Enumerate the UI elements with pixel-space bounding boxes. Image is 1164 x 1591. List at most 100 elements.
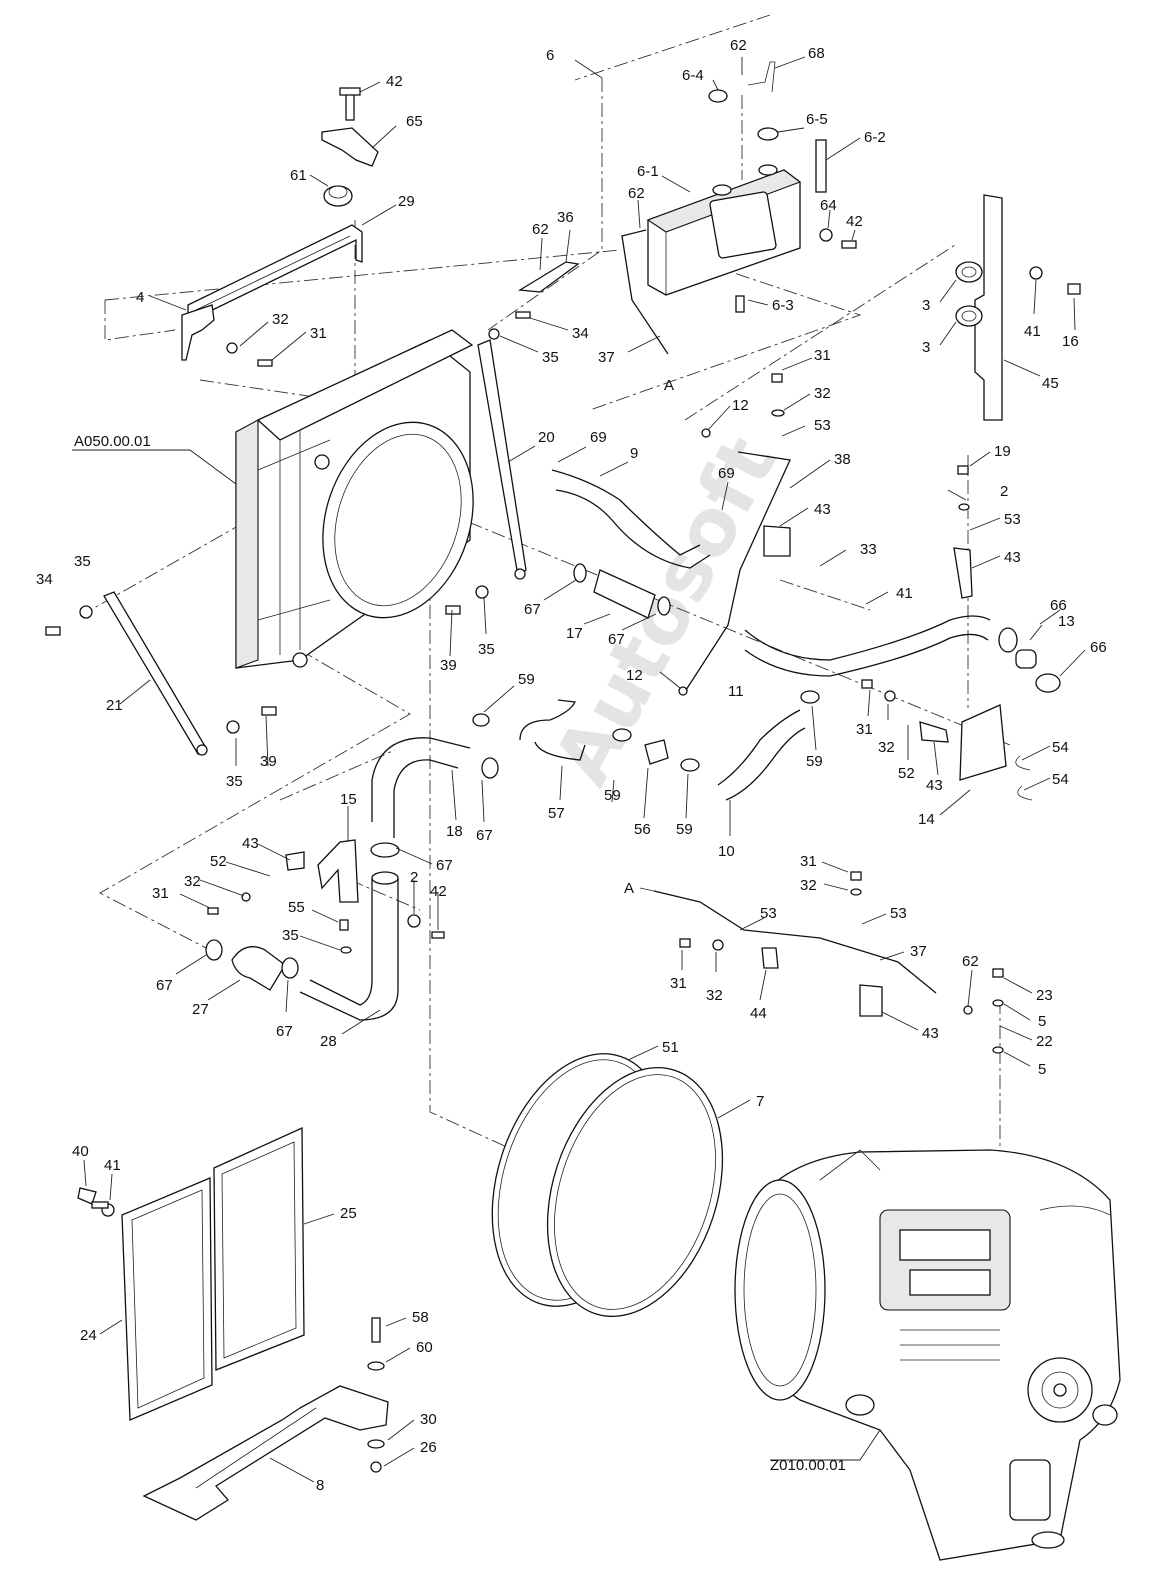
- callout-22: 22: [1036, 1033, 1053, 1050]
- callout-41: 41: [1024, 323, 1041, 340]
- callout-4: 4: [136, 289, 144, 306]
- callout-20: 20: [538, 429, 555, 446]
- callout-25: 25: [340, 1205, 357, 1222]
- radiator-stay-right: [477, 339, 527, 580]
- assembly-guide-lines: [79, 14, 1011, 1241]
- brackets: [285, 525, 1007, 1017]
- callout-58: 58: [412, 1309, 429, 1326]
- fan-ring: [546, 1067, 724, 1317]
- callout-67: 67: [276, 1023, 293, 1040]
- callout-29: 29: [398, 193, 415, 210]
- callout-23: 23: [1036, 987, 1053, 1004]
- hose-18-elbow: [370, 737, 499, 858]
- callout-35: 35: [282, 927, 299, 944]
- lower-hose-11: [744, 615, 991, 677]
- side-panel-gasket: [121, 1126, 305, 1421]
- callout-69: 69: [718, 465, 735, 482]
- callout-35: 35: [542, 349, 559, 366]
- callout-62: 62: [730, 37, 747, 54]
- upper-mount-bracket: [321, 87, 379, 167]
- callout-69: 69: [590, 429, 607, 446]
- callout-19: 19: [994, 443, 1011, 460]
- callout-67: 67: [476, 827, 493, 844]
- callout-5: 5: [1038, 1061, 1046, 1078]
- callout-61: 61: [290, 167, 307, 184]
- upper-radiator-hose: [551, 469, 711, 569]
- callout-A: A: [664, 377, 674, 394]
- callout-31: 31: [856, 721, 873, 738]
- overflow-pipe-lower: [639, 887, 937, 994]
- callout-A: A: [624, 880, 634, 897]
- callout-16: 16: [1062, 333, 1079, 350]
- wing-bolt: [77, 1187, 109, 1209]
- callout-66: 66: [1090, 639, 1107, 656]
- expansion-tank: [646, 61, 827, 313]
- callout-35: 35: [74, 553, 91, 570]
- callout-53: 53: [890, 905, 907, 922]
- callout-43: 43: [922, 1025, 939, 1042]
- callout-41: 41: [896, 585, 913, 602]
- callout-43: 43: [926, 777, 943, 794]
- callout-54: 54: [1052, 739, 1069, 756]
- callout-37: 37: [598, 349, 615, 366]
- callout-59: 59: [518, 671, 535, 688]
- mount-bushing: [323, 185, 353, 207]
- callout-53: 53: [814, 417, 831, 434]
- callout-54: 54: [1052, 771, 1069, 788]
- callout-31: 31: [310, 325, 327, 342]
- callout-39: 39: [260, 753, 277, 770]
- callout-8: 8: [316, 1477, 324, 1494]
- pipe-28: [299, 871, 399, 1021]
- callout-32: 32: [800, 877, 817, 894]
- radiator-assembly: [235, 329, 474, 669]
- callout-62: 62: [628, 185, 645, 202]
- callout-3: 3: [922, 339, 930, 356]
- callout-37: 37: [910, 943, 927, 960]
- callout-14: 14: [918, 811, 935, 828]
- callout-60: 60: [416, 1339, 433, 1356]
- callout-21: 21: [106, 697, 123, 714]
- callout-52: 52: [210, 853, 227, 870]
- callout-65: 65: [406, 113, 423, 130]
- callout-42: 42: [430, 883, 447, 900]
- callout-40: 40: [72, 1143, 89, 1160]
- callout-11: 11: [728, 683, 744, 700]
- callout-2: 2: [410, 869, 418, 886]
- callout-28: 28: [320, 1033, 337, 1050]
- callout-41: 41: [104, 1157, 121, 1174]
- callout-10: 10: [718, 843, 735, 860]
- callout-6-3: 6-3: [772, 297, 794, 314]
- callout-59: 59: [604, 787, 621, 804]
- callout-6-4: 6-4: [682, 67, 704, 84]
- callout-56: 56: [634, 821, 651, 838]
- callout-32: 32: [814, 385, 831, 402]
- callout-32: 32: [184, 873, 201, 890]
- callout-32: 32: [706, 987, 723, 1004]
- callout-39: 39: [440, 657, 457, 674]
- callout-34: 34: [572, 325, 589, 342]
- callout-12: 12: [626, 667, 643, 684]
- callout-55: 55: [288, 899, 305, 916]
- callout-62: 62: [532, 221, 549, 238]
- callout-44: 44: [750, 1005, 767, 1022]
- callout-24: 24: [80, 1327, 97, 1344]
- callout-5: 5: [1038, 1013, 1046, 1030]
- callout-67: 67: [436, 857, 453, 874]
- callout-51: 51: [662, 1039, 679, 1056]
- callout-42: 42: [846, 213, 863, 230]
- callout-15: 15: [340, 791, 357, 808]
- callout-67: 67: [156, 977, 173, 994]
- callout-30: 30: [420, 1411, 437, 1428]
- callout-45: 45: [1042, 375, 1059, 392]
- callout-43: 43: [242, 835, 259, 852]
- callout-34: 34: [36, 571, 53, 588]
- callout-35: 35: [478, 641, 495, 658]
- callout-18: 18: [446, 823, 463, 840]
- callout-6-1: 6-1: [637, 163, 659, 180]
- small-tubes: [998, 627, 1061, 693]
- callout-31: 31: [152, 885, 169, 902]
- callout-31: 31: [814, 347, 831, 364]
- callout-17: 17: [566, 625, 583, 642]
- engine-assembly: [734, 1149, 1121, 1561]
